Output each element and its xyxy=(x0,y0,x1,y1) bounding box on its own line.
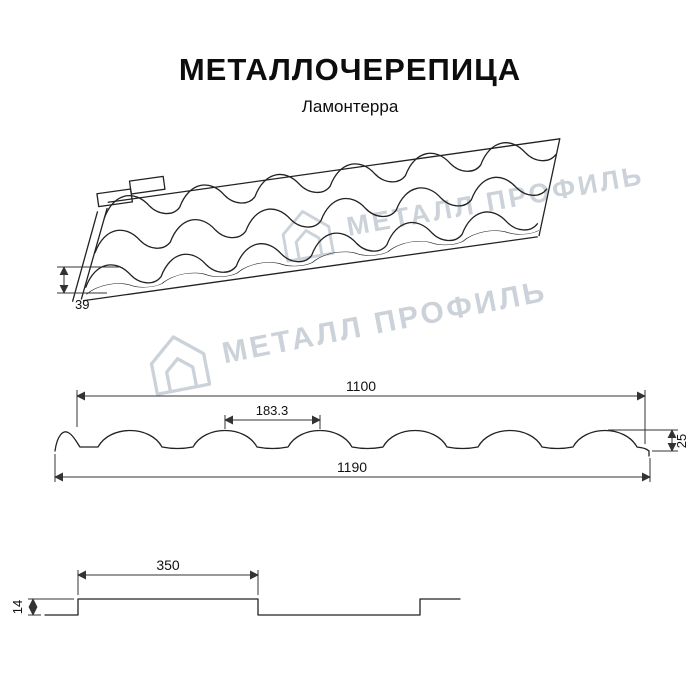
step-profile-curve xyxy=(44,598,461,616)
dim-wave-pitch: 183.3 xyxy=(224,403,321,429)
watermark-metall-profil: МЕТАЛЛ ПРОФИЛЬ xyxy=(142,261,553,399)
dim-profile-height-label: 25 xyxy=(674,434,689,448)
page-title: МЕТАЛЛОЧЕРЕПИЦА xyxy=(178,52,522,87)
dim-step-length-label: 350 xyxy=(156,557,180,573)
cross-section-drawing: 1100 183.3 1190 25 xyxy=(54,378,689,482)
longitudinal-step-drawing: 350 14 xyxy=(10,557,461,616)
dim-cover-width-label: 1100 xyxy=(346,378,376,394)
dim-cover-width: 1100 xyxy=(76,378,646,444)
dim-edge-height-label: 39 xyxy=(75,297,89,312)
dim-step-height-label: 14 xyxy=(10,600,25,614)
page-subtitle: Ламонтерра xyxy=(301,97,399,116)
dim-full-width: 1190 xyxy=(54,454,651,482)
tile-sheet xyxy=(71,135,561,302)
dim-profile-height: 25 xyxy=(608,429,689,452)
perspective-view-drawing: 39 xyxy=(57,135,561,312)
dim-full-width-label: 1190 xyxy=(337,459,367,475)
dim-step-height: 14 xyxy=(10,598,74,616)
dim-step-length: 350 xyxy=(77,557,259,595)
profile-curve xyxy=(54,429,650,457)
metall-profil-logo-icon xyxy=(149,335,212,396)
dim-wave-pitch-label: 183.3 xyxy=(256,403,289,418)
dim-edge-height: 39 xyxy=(57,266,119,312)
